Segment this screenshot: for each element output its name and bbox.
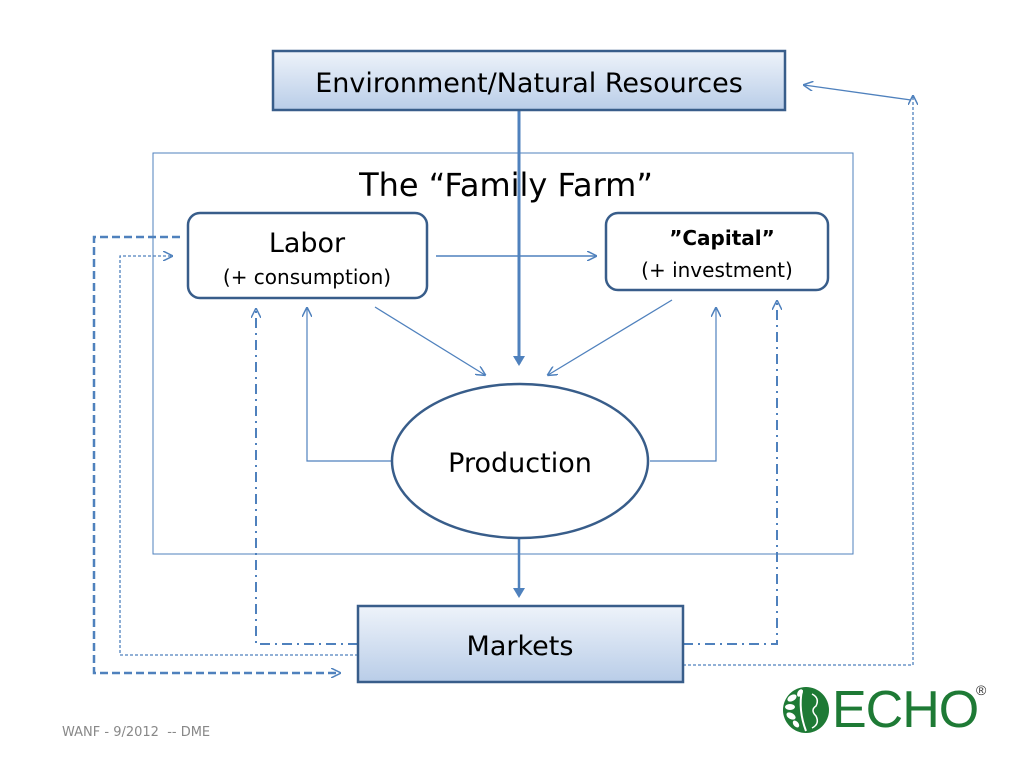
environment-box: Environment/Natural Resources	[271, 49, 787, 112]
labor-subtitle: (+ consumption)	[223, 265, 391, 289]
markets-to-environment-dotted-arrow	[683, 96, 913, 666]
capital-box: ”Capital” (+ investment)	[604, 211, 830, 292]
echo-logo-text: ECHO	[832, 681, 979, 739]
markets-to-capital-dashdot-arrow	[683, 301, 777, 645]
markets-label: Markets	[467, 631, 574, 662]
production-to-capital-arrow	[650, 308, 716, 462]
family-farm-title: The “Family Farm”	[358, 166, 653, 204]
capital-title: ”Capital”	[669, 226, 775, 250]
environment-feedback-arrow	[804, 85, 912, 101]
labor-title: Labor	[269, 228, 346, 259]
markets-box: Markets	[356, 604, 685, 684]
labor-box: Labor (+ consumption)	[186, 211, 429, 300]
registered-mark: ®	[976, 682, 987, 698]
production-to-labor-arrow	[307, 308, 392, 462]
production-label: Production	[448, 448, 592, 479]
labor-to-production-arrow	[374, 306, 485, 375]
capital-subtitle: (+ investment)	[641, 258, 793, 282]
footer-text: WANF - 9/2012 -- DME	[62, 725, 211, 740]
echo-logo: ECHO ®	[780, 681, 986, 739]
markets-to-labor-dotted-arrow	[119, 256, 358, 656]
production-ellipse: Production	[390, 382, 650, 540]
labor-to-markets-dashed-arrow	[92, 235, 340, 673]
family-farm-frame	[152, 152, 854, 555]
echo-globe-leaf-icon	[783, 687, 829, 733]
connectors	[92, 85, 913, 673]
capital-to-production-arrow	[548, 299, 673, 375]
environment-label: Environment/Natural Resources	[315, 68, 743, 99]
